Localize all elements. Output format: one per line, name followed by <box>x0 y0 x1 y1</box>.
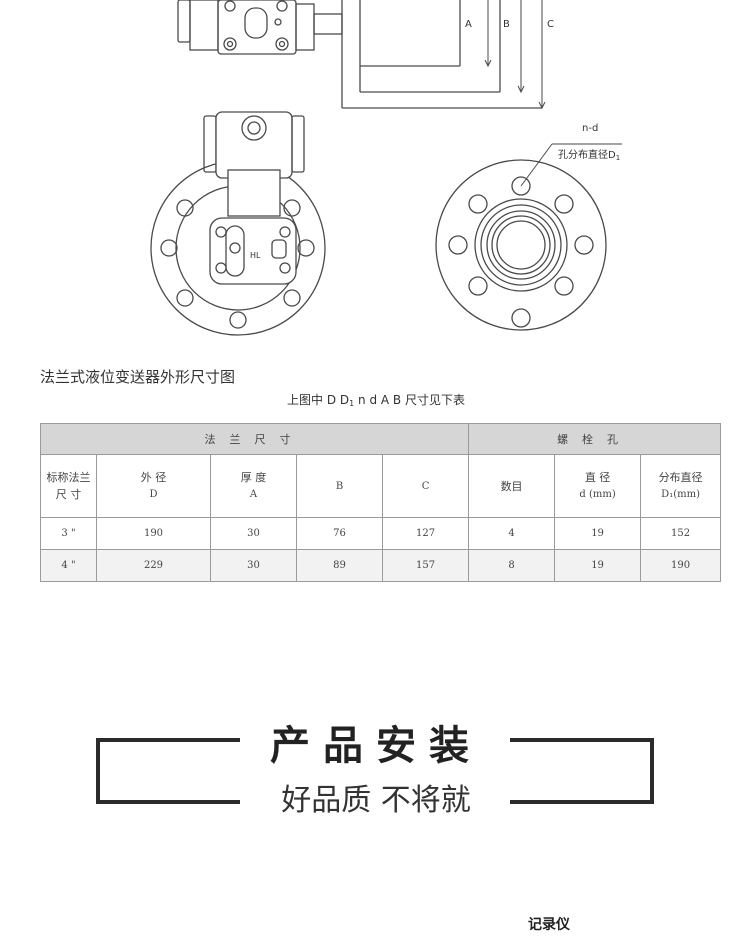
side-view-flange <box>341 0 546 110</box>
drawing-title: 法兰式液位变送器外形尺寸图 <box>40 368 236 386</box>
side-view-transmitter <box>177 0 343 55</box>
dim-label-b: B <box>503 19 510 30</box>
col-header-nominal: 标称法兰尺 寸 <box>40 454 97 518</box>
footer-label: 记录仪 <box>528 917 570 933</box>
front-view-flange <box>435 143 622 331</box>
drawing-subtitle: 上图中 D D1 n d A B 尺寸见下表 <box>287 393 465 408</box>
col-header-count: 数目 <box>468 454 556 518</box>
group-header-bolt: 螺栓孔 <box>468 423 722 455</box>
dimension-drawing: A B C n-d 孔分布直径D1 HL <box>150 0 622 336</box>
banner-frame-right-side <box>650 738 654 804</box>
banner-frame-left-top <box>96 738 240 742</box>
banner-frame-right-bottom <box>510 800 654 804</box>
group-header-flange: 法兰尺寸 <box>39 423 470 455</box>
banner-frame-left-bottom <box>96 800 240 804</box>
col-header-b: B <box>296 454 383 518</box>
front-view-with-transmitter <box>150 111 326 336</box>
section-title: 产品安装 <box>270 723 482 769</box>
banner-frame-left-side <box>96 738 100 804</box>
banner-frame-right-top <box>510 738 654 742</box>
dim-label-a: A <box>465 19 472 30</box>
col-header-c: C <box>381 454 470 518</box>
hole-callout-nd: n-d <box>582 123 598 134</box>
dim-label-c: C <box>547 19 554 30</box>
hole-callout-diameter: 孔分布直径D1 <box>558 148 620 162</box>
section-subtitle: 好品质 不将就 <box>281 783 471 818</box>
body-label-hl: HL <box>250 251 261 260</box>
